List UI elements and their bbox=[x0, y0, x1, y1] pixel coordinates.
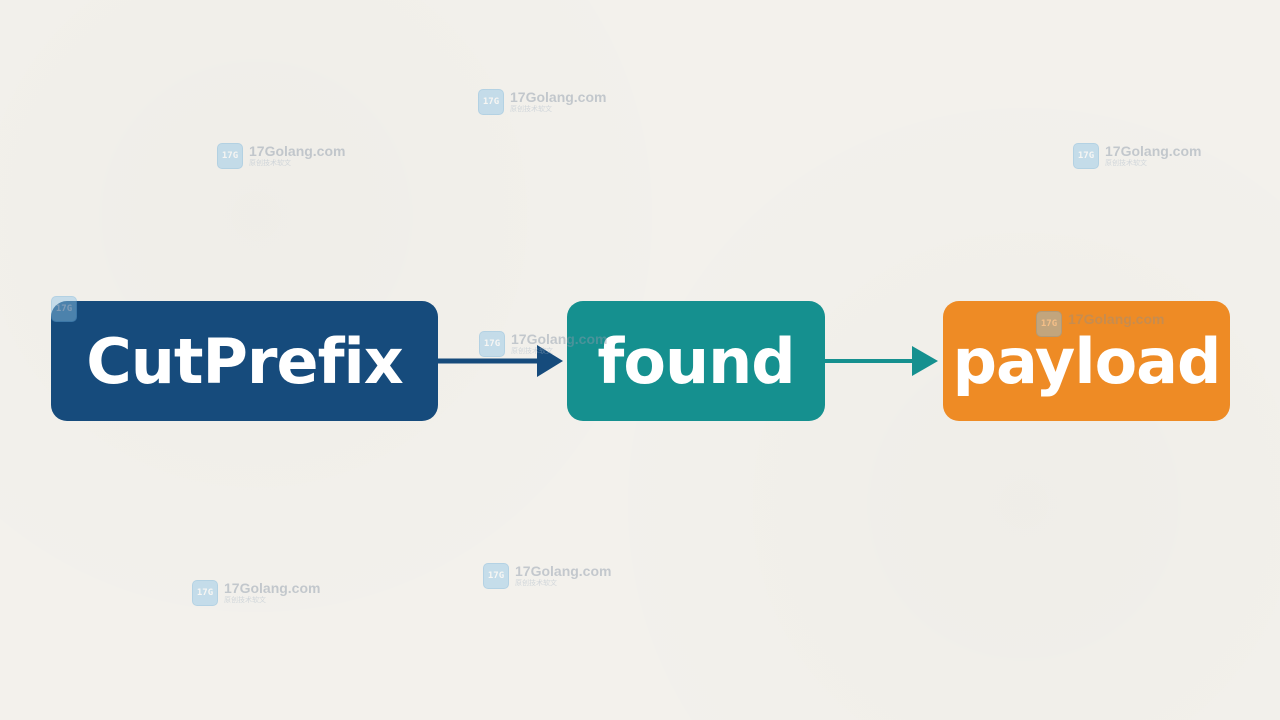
watermark-tagline: 原创技术软文 bbox=[515, 579, 557, 587]
watermark-tagline: 原创技术软文 bbox=[510, 105, 552, 113]
17golang-logo-icon: 17G bbox=[1036, 311, 1062, 337]
watermark-tagline: 原创技术软文 bbox=[249, 159, 291, 167]
node-payload-label: payload bbox=[952, 324, 1222, 398]
watermark: 17G 17Golang.com bbox=[1036, 311, 1164, 337]
watermark-site: 17Golang.com bbox=[510, 89, 607, 105]
node-payload: payload bbox=[943, 301, 1230, 421]
node-cutprefix-label: CutPrefix bbox=[86, 324, 404, 398]
17golang-logo-icon: 17G bbox=[217, 143, 243, 169]
node-found: found bbox=[567, 301, 825, 421]
watermark-site: 17Golang.com bbox=[224, 580, 321, 596]
watermark-tagline: 原创技术软文 bbox=[511, 347, 553, 355]
edge-cutprefix-found bbox=[438, 345, 563, 377]
17golang-logo-icon: 17G bbox=[1073, 143, 1099, 169]
watermark-site: 17Golang.com bbox=[1068, 311, 1165, 327]
watermark: 17G 17Golang.com 原创技术软文 bbox=[483, 563, 611, 589]
17golang-logo-icon: 17G bbox=[483, 563, 509, 589]
watermark: 17G 17Golang.com 原创技术软文 bbox=[217, 143, 345, 169]
watermark: 17G 17Golang.com 原创技术软文 bbox=[478, 89, 606, 115]
edge-found-payload bbox=[825, 346, 938, 376]
watermark: 17G bbox=[51, 296, 83, 322]
watermark: 17G 17Golang.com 原创技术软文 bbox=[479, 331, 607, 357]
watermark-site: 17Golang.com bbox=[249, 143, 346, 159]
17golang-logo-icon: 17G bbox=[478, 89, 504, 115]
node-cutprefix: CutPrefix bbox=[51, 301, 438, 421]
watermark-tagline: 原创技术软文 bbox=[224, 596, 266, 604]
watermark-site: 17Golang.com bbox=[1105, 143, 1202, 159]
watermark: 17G 17Golang.com 原创技术软文 bbox=[1073, 143, 1201, 169]
17golang-logo-icon: 17G bbox=[51, 296, 77, 322]
17golang-logo-icon: 17G bbox=[479, 331, 505, 357]
watermark-site: 17Golang.com bbox=[511, 331, 608, 347]
17golang-logo-icon: 17G bbox=[192, 580, 218, 606]
watermark: 17G 17Golang.com 原创技术软文 bbox=[192, 580, 320, 606]
watermark-site: 17Golang.com bbox=[515, 563, 612, 579]
node-found-label: found bbox=[597, 324, 795, 398]
watermark-tagline: 原创技术软文 bbox=[1105, 159, 1147, 167]
